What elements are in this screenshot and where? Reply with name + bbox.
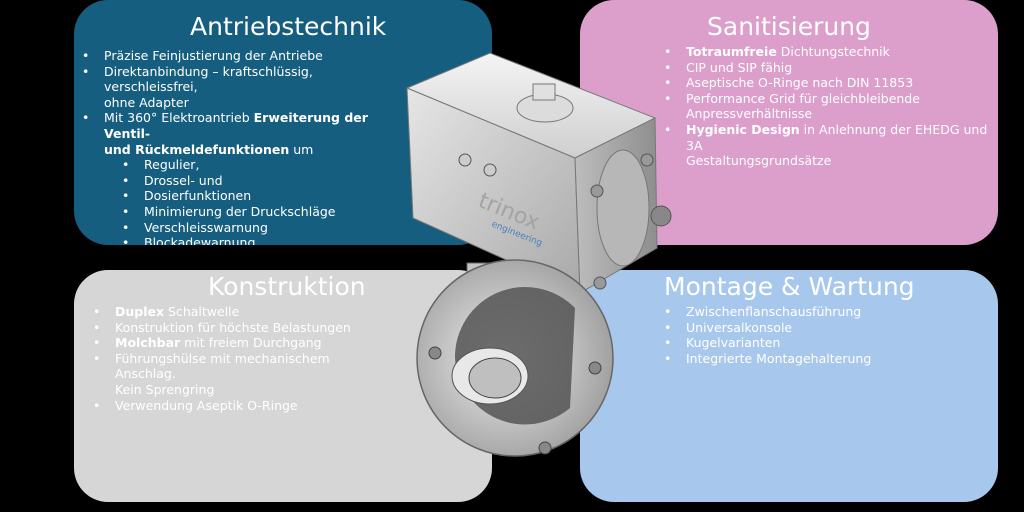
list-item: Drossel- und: [78, 173, 408, 189]
bullet-list: ZwischenflanschausführungUniversalkonsol…: [660, 304, 960, 366]
list-item: Anpressverhältnisse: [660, 106, 990, 122]
list-item: Hygienic Design in Anlehnung der EHEDG u…: [660, 122, 990, 153]
item-text: Kugelvarianten: [686, 335, 781, 351]
item-text: Performance Grid für gleichbleibende: [686, 90, 920, 106]
bold-text: Duplex: [115, 304, 165, 319]
list-item: Kugelvarianten: [660, 335, 960, 351]
list-item: Mit 360° Elektroantrieb Erweiterung der …: [78, 110, 408, 141]
item-text: Universalkonsole: [686, 319, 793, 335]
item-text: Dichtungstechnik: [776, 44, 890, 59]
bullet-list: Totraumfreie DichtungstechnikCIP und SIP…: [660, 44, 990, 169]
list-item: Führungshülse mit mechanischem Anschlag.: [89, 351, 389, 382]
panel-title: Sanitisierung: [707, 12, 871, 41]
panel-title: Antriebstechnik: [190, 12, 387, 41]
list-item: Universalkonsole: [660, 320, 960, 336]
list-item: CIP und SIP fähig: [660, 60, 990, 76]
item-text: Blockadewarnung: [144, 235, 256, 245]
list-item: Aseptische O-Ringe nach DIN 11853: [660, 75, 990, 91]
list-item: Kein Sprengring: [89, 382, 389, 398]
item-text: Führungshülse mit mechanischem Anschlag.: [115, 350, 330, 382]
list-item: und Rückmeldefunktionen um: [78, 142, 408, 158]
item-text: ohne Adapter: [104, 94, 189, 110]
panel-title: Montage & Wartung: [664, 272, 915, 301]
list-item: Gestaltungsgrundsätze: [660, 153, 990, 169]
item-text: Direktanbindung – kraftschlüssig, versch…: [104, 63, 313, 95]
item-text: Regulier,: [144, 157, 200, 173]
list-item: Verwendung Aseptik O-Ringe: [89, 398, 389, 414]
list-item: Verschleisswarnung: [78, 220, 408, 236]
item-text: Dosierfunktionen: [144, 188, 252, 204]
item-text: Schaltwelle: [164, 304, 240, 319]
item-text: Drossel- und: [144, 172, 223, 188]
item-text: um: [289, 141, 314, 157]
bold-text: Molchbar: [115, 335, 181, 351]
item-text: Integrierte Montagehalterung: [686, 350, 872, 366]
list-item: Blockadewarnung: [78, 235, 408, 245]
list-item: Dosierfunktionen: [78, 188, 408, 204]
item-text: Verschleisswarnung: [144, 219, 268, 235]
list-item: Totraumfreie Dichtungstechnik: [660, 44, 990, 60]
item-text: Gestaltungsgrundsätze: [686, 153, 832, 169]
bold-text: Erweiterung der Ventil-: [104, 110, 368, 141]
panel-title: Konstruktion: [208, 272, 366, 301]
list-item: Konstruktion für höchste Belastungen: [89, 320, 389, 336]
item-text: Verwendung Aseptik O-Ringe: [115, 397, 298, 413]
item-text: Mit 360° Elektroantrieb: [104, 110, 254, 126]
item-text: CIP und SIP fähig: [686, 59, 793, 75]
item-text: in Anlehnung der EHEDG und 3A: [686, 121, 988, 153]
list-item: Regulier,: [78, 157, 408, 173]
bullet-list: Duplex SchaltwelleKonstruktion für höchs…: [89, 304, 389, 413]
item-text: Kein Sprengring: [115, 381, 215, 397]
item-text: Aseptische O-Ringe nach DIN 11853: [686, 75, 914, 91]
list-item: Molchbar mit freiem Durchgang: [89, 335, 389, 351]
list-item: Direktanbindung – kraftschlüssig, versch…: [78, 64, 408, 95]
list-item: Performance Grid für gleichbleibende: [660, 91, 990, 107]
item-text: Anpressverhältnisse: [686, 106, 813, 122]
item-text: Zwischenflanschausführung: [686, 304, 862, 319]
item-text: mit freiem Durchgang: [180, 335, 322, 351]
item-text: Konstruktion für höchste Belastungen: [115, 319, 351, 335]
list-item: Minimierung der Druckschläge: [78, 204, 408, 220]
panel-montage-wartung: Montage & Wartung Zwischenflanschausführ…: [580, 270, 998, 502]
list-item: Zwischenflanschausführung: [660, 304, 960, 320]
bold-text: Totraumfreie: [686, 44, 777, 59]
list-item: Duplex Schaltwelle: [89, 304, 389, 320]
item-text: Präzise Feinjustierung der Antriebe: [104, 48, 323, 63]
valve-illustration: trinox engineering: [405, 52, 672, 457]
list-item: Integrierte Montagehalterung: [660, 351, 960, 367]
list-item: Präzise Feinjustierung der Antriebe: [78, 48, 408, 64]
list-item: ohne Adapter: [78, 95, 408, 111]
item-text: Minimierung der Druckschläge: [144, 203, 336, 219]
bullet-list: Präzise Feinjustierung der AntriebeDirek…: [78, 48, 408, 245]
bold-text: Hygienic Design: [686, 121, 800, 137]
bold-text: und Rückmeldefunktionen: [104, 141, 290, 157]
